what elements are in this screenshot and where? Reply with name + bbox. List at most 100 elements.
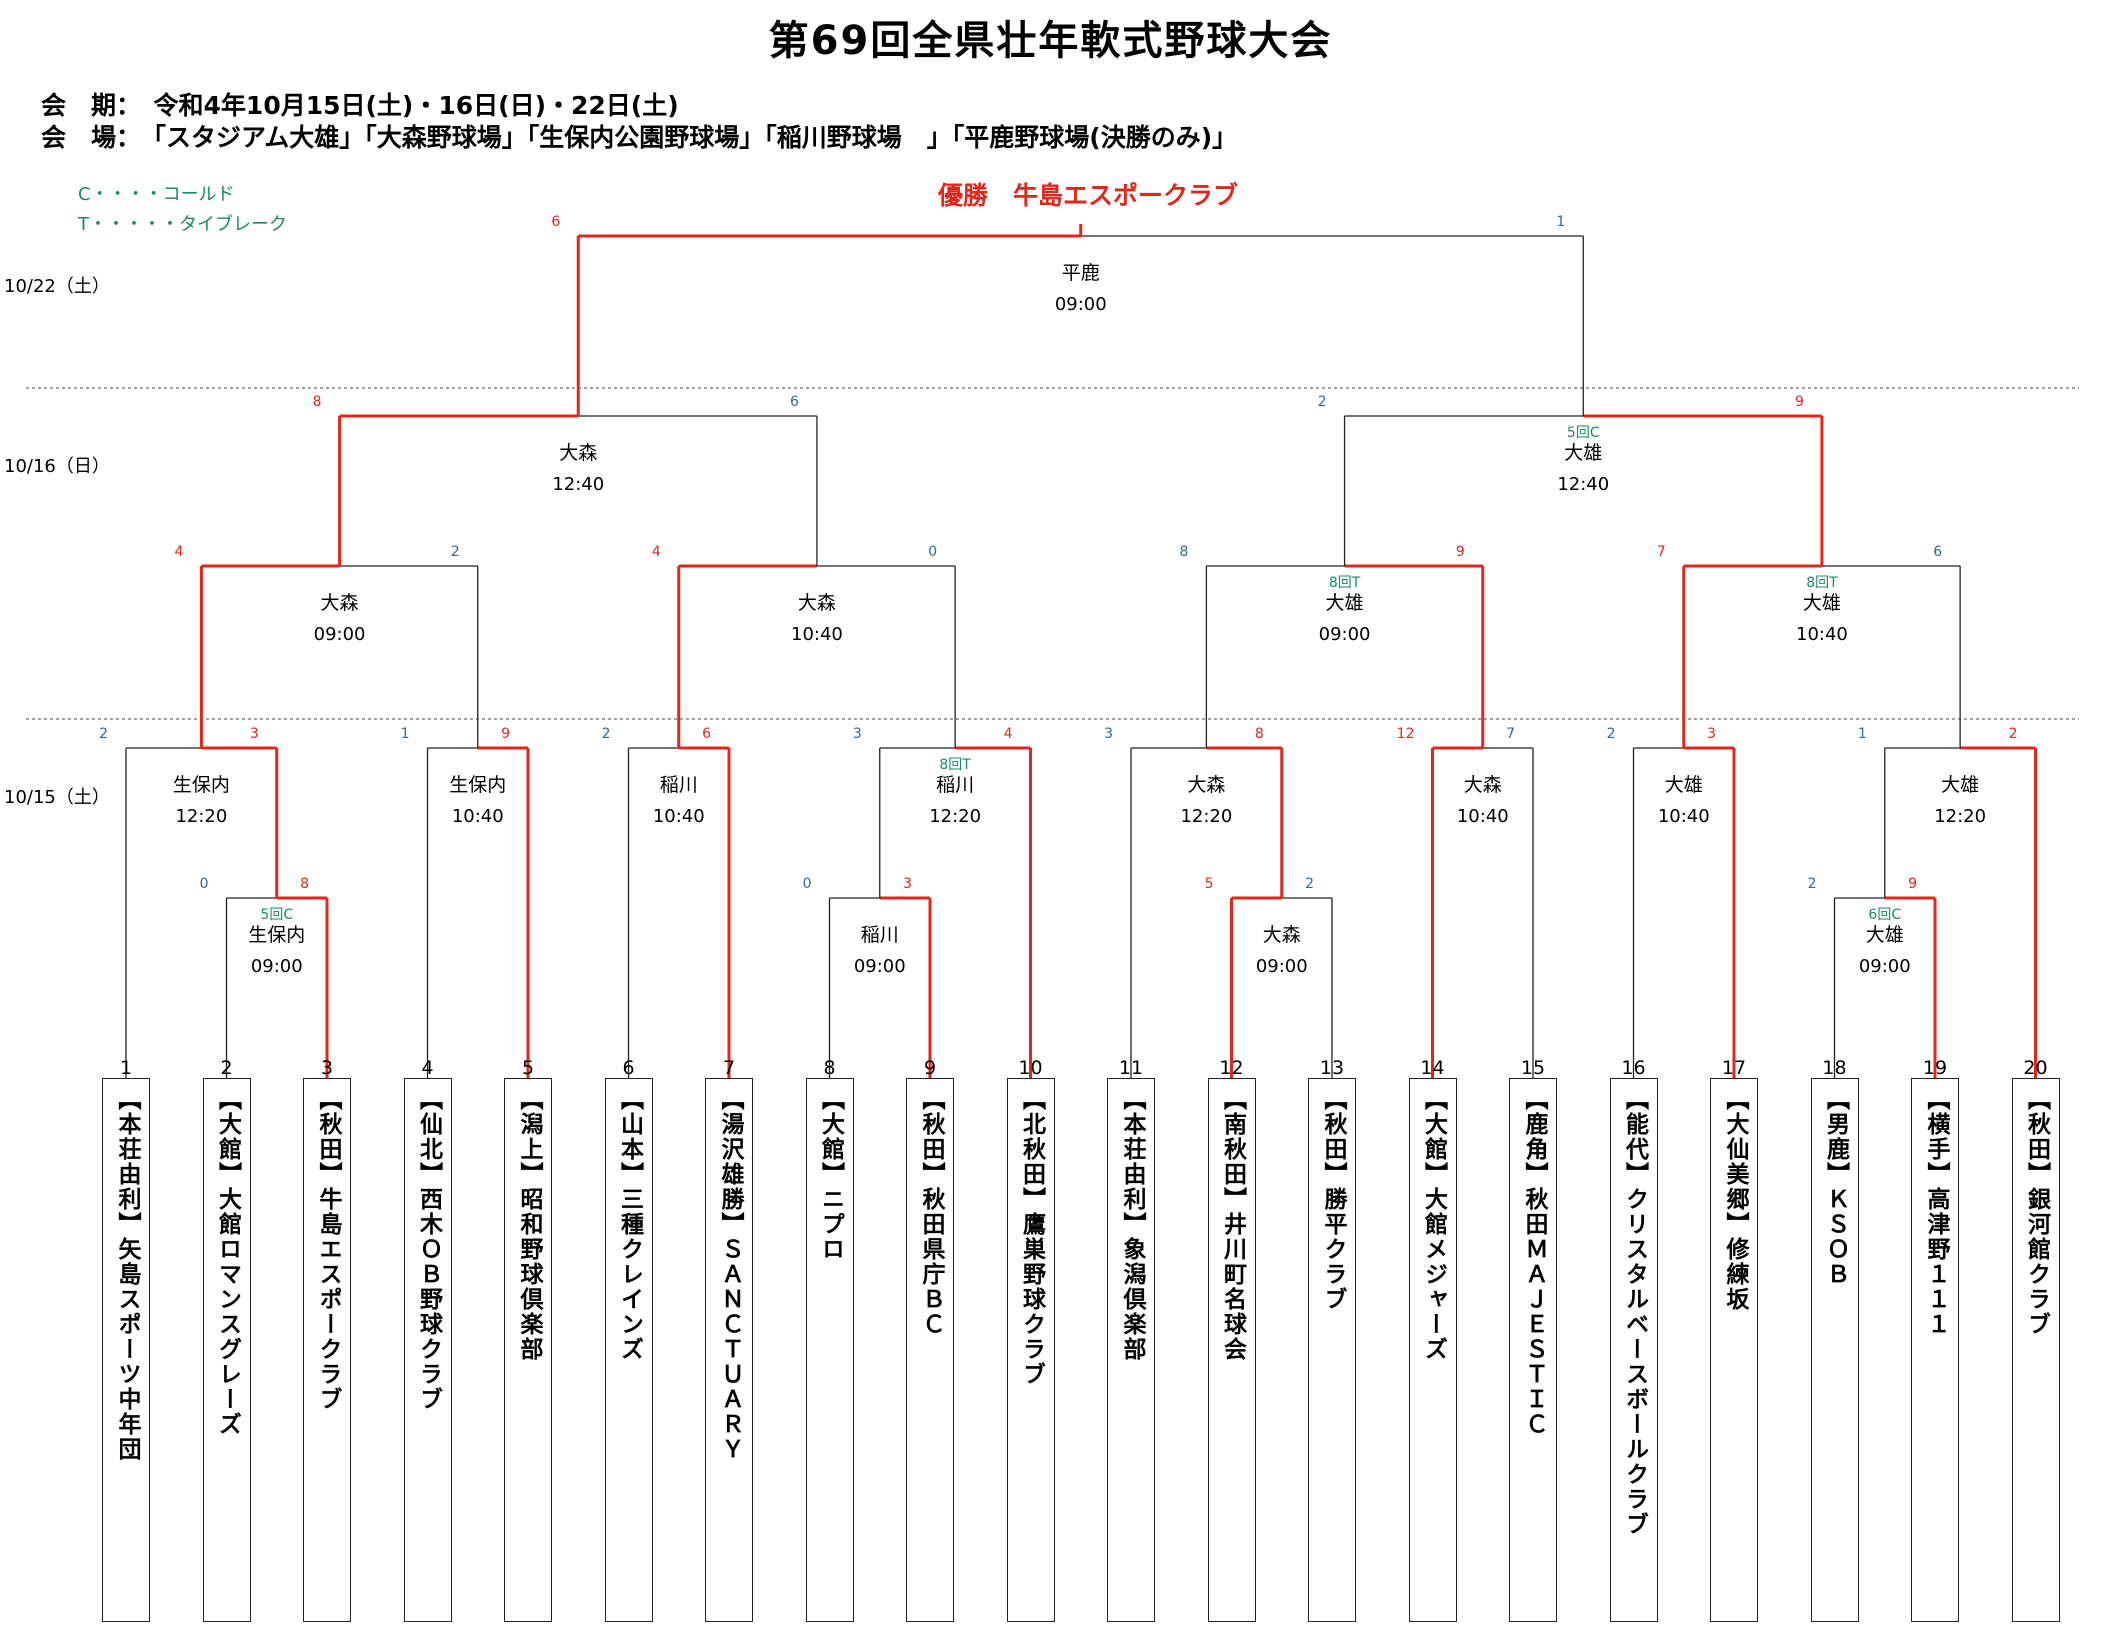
score-right: 3 — [250, 726, 259, 742]
score-right: 8 — [300, 876, 309, 892]
team-number: 1 — [120, 1057, 132, 1079]
team-box: 【能代】クリスタルベースボールクラブ — [1609, 1078, 1658, 1622]
match-venue: 大森 — [1187, 774, 1225, 796]
match-note: 5回C — [1567, 425, 1600, 441]
match-venue: 大雄 — [1866, 924, 1904, 946]
score-right: 9 — [1795, 394, 1804, 410]
legend-called-game: C・・・・コールド — [78, 184, 235, 205]
team-box: 【本荘由利】象潟倶楽部 — [1107, 1078, 1155, 1622]
match-time: 10:40 — [791, 624, 843, 645]
team-name: 【南秋田】井川町名球会 — [1219, 1087, 1246, 1362]
page-title: 第69回全県壮年軟式野球大会 — [768, 18, 1333, 64]
team-name: 【秋田】秋田県庁ＢＣ — [918, 1087, 944, 1337]
score-right: 4 — [1004, 726, 1013, 742]
match-time: 12:20 — [1934, 806, 1986, 827]
match-time: 09:00 — [1256, 956, 1308, 977]
score-right: 8 — [1255, 726, 1264, 742]
period-info: 会 期： 令和4年10月15日(土)・16日(日)・22日(土) — [41, 86, 679, 122]
match-time: 09:00 — [314, 624, 366, 645]
team-box: 【横手】高津野１１１ — [1911, 1078, 1959, 1622]
team-name: 【山本】三種クレインズ — [616, 1087, 643, 1362]
team-name: 【横手】高津野１１１ — [1923, 1087, 1949, 1337]
team-number: 2 — [220, 1057, 232, 1079]
team-box: 【秋田】秋田県庁ＢＣ — [906, 1078, 954, 1622]
legend-tiebreak: T・・・・・タイブレーク — [78, 214, 287, 235]
day-label-day1: 10/15（土） — [4, 787, 110, 808]
match-time: 10:40 — [452, 806, 504, 827]
team-name: 【鹿角】秋田ＭＡＪＥＳＴＩＣ — [1521, 1087, 1547, 1437]
score-right: 9 — [501, 726, 510, 742]
team-number: 11 — [1119, 1057, 1143, 1079]
score-right: 7 — [1506, 726, 1515, 742]
team-number: 19 — [1923, 1057, 1947, 1079]
match-note: 8回T — [939, 757, 971, 773]
day-label-final: 10/22（土） — [4, 276, 110, 297]
match-time: 12:40 — [1557, 474, 1609, 495]
team-name: 【秋田】銀河館クラブ — [2023, 1087, 2050, 1337]
score-left: 0 — [200, 876, 209, 892]
team-number: 4 — [421, 1057, 433, 1079]
score-right: 2 — [1305, 876, 1314, 892]
team-number: 20 — [2023, 1057, 2047, 1079]
match-venue: 生保内 — [449, 774, 506, 796]
period-label: 会 期： — [41, 91, 129, 120]
team-box: 【湯沢雄勝】ＳＡＮＣＴＵＡＲＹ — [705, 1078, 753, 1622]
score-right: 9 — [1908, 876, 1917, 892]
score-left: 0 — [803, 876, 812, 892]
match-time: 10:40 — [653, 806, 705, 827]
champion-label: 優勝 牛島エスポークラブ — [938, 181, 1239, 210]
team-box: 【大館】ニプロ — [805, 1078, 854, 1622]
team-name: 【能代】クリスタルベースボールクラブ — [1621, 1087, 1648, 1537]
score-right: 1 — [1556, 214, 1565, 230]
team-number: 8 — [823, 1057, 835, 1079]
team-name: 【湯沢雄勝】ＳＡＮＣＴＵＡＲＹ — [717, 1087, 743, 1462]
match-time: 09:00 — [251, 956, 303, 977]
team-number: 13 — [1320, 1057, 1344, 1079]
team-number: 12 — [1219, 1057, 1243, 1079]
team-name: 【秋田】牛島エスポークラブ — [315, 1087, 341, 1412]
team-number: 14 — [1420, 1057, 1444, 1079]
score-right: 3 — [903, 876, 912, 892]
match-time: 09:00 — [854, 956, 906, 977]
team-number: 15 — [1521, 1057, 1545, 1079]
team-number: 16 — [1621, 1057, 1645, 1079]
team-box: 【山本】三種クレインズ — [604, 1078, 653, 1622]
team-number: 10 — [1018, 1057, 1042, 1079]
match-time: 09:00 — [1055, 294, 1107, 315]
score-left: 3 — [1104, 726, 1113, 742]
match-time: 10:40 — [1658, 806, 1710, 827]
period-value: 令和4年10月15日(土)・16日(日)・22日(土) — [153, 91, 679, 120]
match-venue: 大雄 — [1665, 774, 1703, 796]
team-number: 18 — [1822, 1057, 1846, 1079]
team-name: 【本荘由利】矢島スポーツ中年団 — [114, 1087, 140, 1462]
team-name: 【大館】大館ロマンスグレーズ — [214, 1087, 241, 1437]
score-left: 5 — [1205, 876, 1214, 892]
team-name: 【大館】大館メジャーズ — [1420, 1087, 1447, 1362]
match-venue: 大雄 — [1326, 592, 1364, 614]
score-left: 2 — [1318, 394, 1327, 410]
match-venue: 生保内 — [173, 774, 230, 796]
day-label-day2: 10/16（日） — [4, 456, 110, 477]
match-venue: 稲川 — [861, 924, 899, 946]
team-number: 9 — [924, 1057, 936, 1079]
score-left: 1 — [1858, 726, 1867, 742]
team-number: 6 — [622, 1057, 634, 1079]
team-box: 【男鹿】ＫＳＯＢ — [1810, 1078, 1859, 1622]
match-time: 12:40 — [552, 474, 604, 495]
match-venue: 大森 — [798, 592, 836, 614]
match-venue: 大森 — [1464, 774, 1502, 796]
score-right: 2 — [451, 544, 460, 560]
team-box: 【秋田】勝平クラブ — [1308, 1078, 1356, 1622]
match-note: 5回C — [260, 907, 293, 923]
match-note: 8回T — [1329, 575, 1361, 591]
match-note: 6回C — [1868, 907, 1901, 923]
score-left: 7 — [1657, 544, 1666, 560]
team-box: 【大館】大館メジャーズ — [1408, 1078, 1457, 1622]
team-name: 【秋田】勝平クラブ — [1320, 1087, 1346, 1312]
team-box: 【大館】大館ロマンスグレーズ — [202, 1078, 251, 1622]
team-box: 【潟上】昭和野球倶楽部 — [504, 1078, 552, 1622]
team-number: 5 — [522, 1057, 534, 1079]
score-right: 6 — [1933, 544, 1942, 560]
match-venue: 平鹿 — [1062, 262, 1100, 284]
